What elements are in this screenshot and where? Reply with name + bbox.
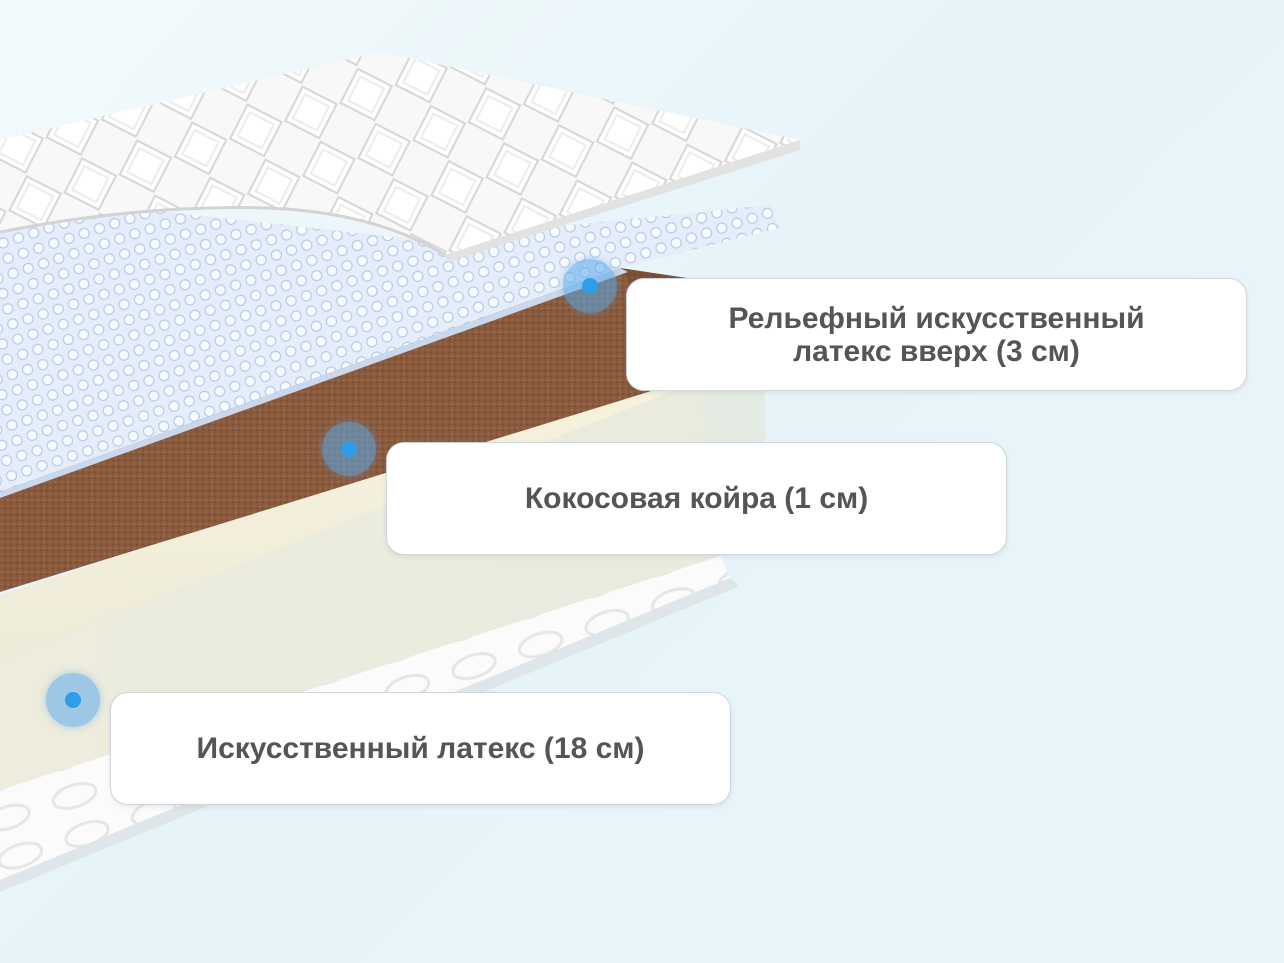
hotspot-dot	[582, 278, 598, 294]
hotspot-relief-latex[interactable]	[563, 259, 617, 313]
hotspot-dot	[341, 441, 357, 457]
callout-main-latex: Искусственный латекс (18 см)	[110, 692, 731, 805]
callout-relief-latex: Рельефный искусственный латекс вверх (3 …	[626, 278, 1247, 391]
callout-coir: Кокосовая койра (1 см)	[386, 442, 1007, 555]
hotspot-coir[interactable]	[322, 422, 376, 476]
callout-main-latex-label: Искусственный латекс (18 см)	[197, 732, 645, 765]
callout-relief-latex-label: Рельефный искусственный латекс вверх (3 …	[728, 302, 1144, 368]
hotspot-main-latex[interactable]	[46, 673, 100, 727]
hotspot-dot	[65, 692, 81, 708]
callout-coir-label: Кокосовая койра (1 см)	[525, 482, 868, 515]
